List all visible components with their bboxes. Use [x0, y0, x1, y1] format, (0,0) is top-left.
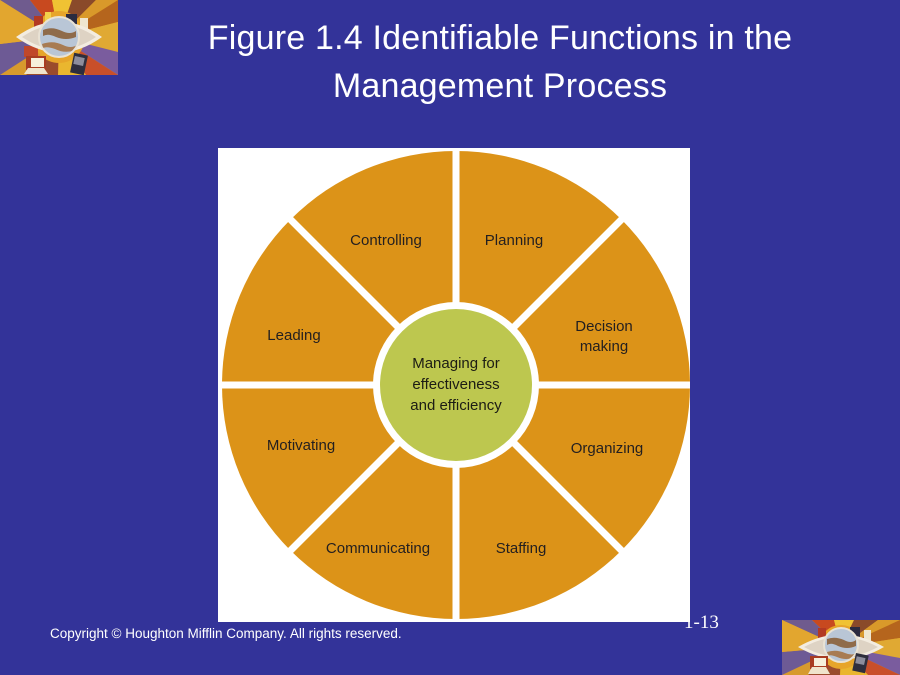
segment-label-communicating: Communicating: [326, 540, 430, 557]
segment-label-organizing: Organizing: [571, 440, 644, 457]
collage-eye-globe-icon: [0, 0, 118, 75]
page-title-line-2: Management Process: [332, 67, 668, 105]
hub-label-line-1: Managing for: [412, 355, 500, 372]
segment-label-planning: Planning: [485, 232, 543, 249]
figure-panel: Managing for effectiveness and efficienc…: [218, 148, 690, 622]
collage-eye-globe-icon: [782, 620, 900, 675]
management-process-wheel: Managing for effectiveness and efficienc…: [218, 148, 690, 622]
copyright-notice: Copyright © Houghton Mifflin Company. Al…: [50, 626, 402, 641]
hub-label-line-3: and efficiency: [410, 397, 502, 414]
segment-label-leading: Leading: [267, 327, 320, 344]
hub-label: Managing for effectiveness and efficienc…: [410, 355, 502, 414]
segment-label-controlling: Controlling: [350, 232, 422, 249]
page-title-line-1: Figure 1.4 Identifiable Functions in the: [207, 19, 793, 57]
segment-label-motivating: Motivating: [267, 437, 335, 454]
logo-top-left: [0, 0, 118, 75]
segment-label-decision: Decision: [575, 318, 633, 335]
page-number: 1-13: [684, 612, 719, 633]
segment-label-staffing: Staffing: [496, 540, 547, 557]
segment-label-decision-2: making: [580, 338, 628, 355]
hub-label-line-2: effectiveness: [412, 376, 499, 393]
hub-circle: [380, 309, 532, 461]
page-title: Figure 1.4 Identifiable Functions in the…: [140, 14, 860, 110]
logo-bottom-right: [782, 620, 900, 675]
